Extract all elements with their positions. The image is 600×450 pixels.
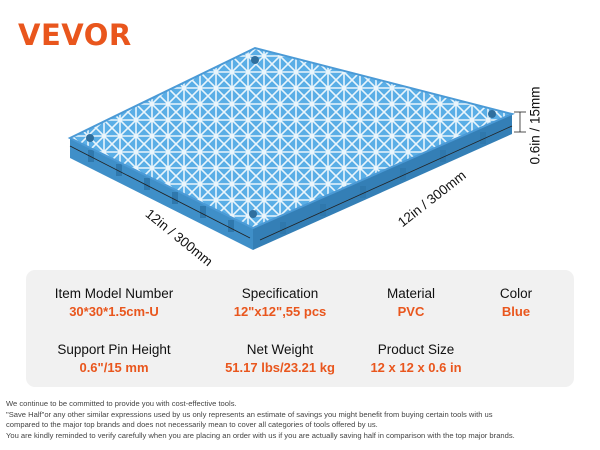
disclaimer-line: You are kindly reminded to verify carefu… (6, 430, 515, 440)
support-pins (88, 132, 486, 234)
spec-value: Blue (501, 304, 531, 319)
spec-material: Material PVC (356, 286, 466, 319)
spec-card: Item Model Number 30*30*1.5cm-U Specific… (26, 270, 574, 387)
spec-item-model: Item Model Number 30*30*1.5cm-U (54, 286, 174, 319)
spec-label: Support Pin Height (57, 342, 171, 357)
disclaimer-line: "Save Half"or any other similar expressi… (6, 409, 493, 419)
disclaimer-line: We continue to be committed to provide y… (6, 399, 237, 408)
dim-line-right (259, 125, 513, 241)
spec-label: Product Size (377, 342, 455, 357)
spec-product-size: Product Size 12 x 12 x 0.6 in (356, 342, 476, 375)
spec-value: 12 x 12 x 0.6 in (370, 360, 462, 375)
spec-pin-height: Support Pin Height 0.6"/15 mm (54, 342, 174, 375)
brand-logo: VEVOR (18, 18, 132, 52)
spec-value: PVC (397, 304, 425, 319)
spec-label: Net Weight (246, 342, 314, 357)
spec-value: 30*30*1.5cm-U (69, 304, 159, 319)
spec-color: Color Blue (476, 286, 556, 319)
tile-side-left (70, 138, 253, 250)
spec-value: 51.17 lbs/23.21 kg (225, 360, 335, 375)
spec-label: Item Model Number (54, 286, 174, 301)
spec-specification: Specification 12"x12",55 pcs (220, 286, 340, 319)
tile-top (67, 46, 516, 230)
disclaimer: We continue to be committed to provide y… (6, 399, 596, 441)
dimension-height-label: 0.6in / 15mm (527, 86, 543, 165)
dim-line-left (69, 145, 251, 239)
spec-net-weight: Net Weight 51.17 lbs/23.21 kg (210, 342, 350, 375)
disclaimer-line: compared to the major top brands and doe… (6, 420, 378, 430)
spec-label: Color (499, 286, 533, 301)
tile-side-right (253, 114, 512, 250)
spec-label: Specification (241, 286, 319, 301)
product-image (67, 46, 526, 250)
spec-value: 12"x12",55 pcs (233, 304, 327, 319)
spec-label: Material (386, 286, 435, 301)
spec-value: 0.6"/15 mm (79, 360, 149, 375)
